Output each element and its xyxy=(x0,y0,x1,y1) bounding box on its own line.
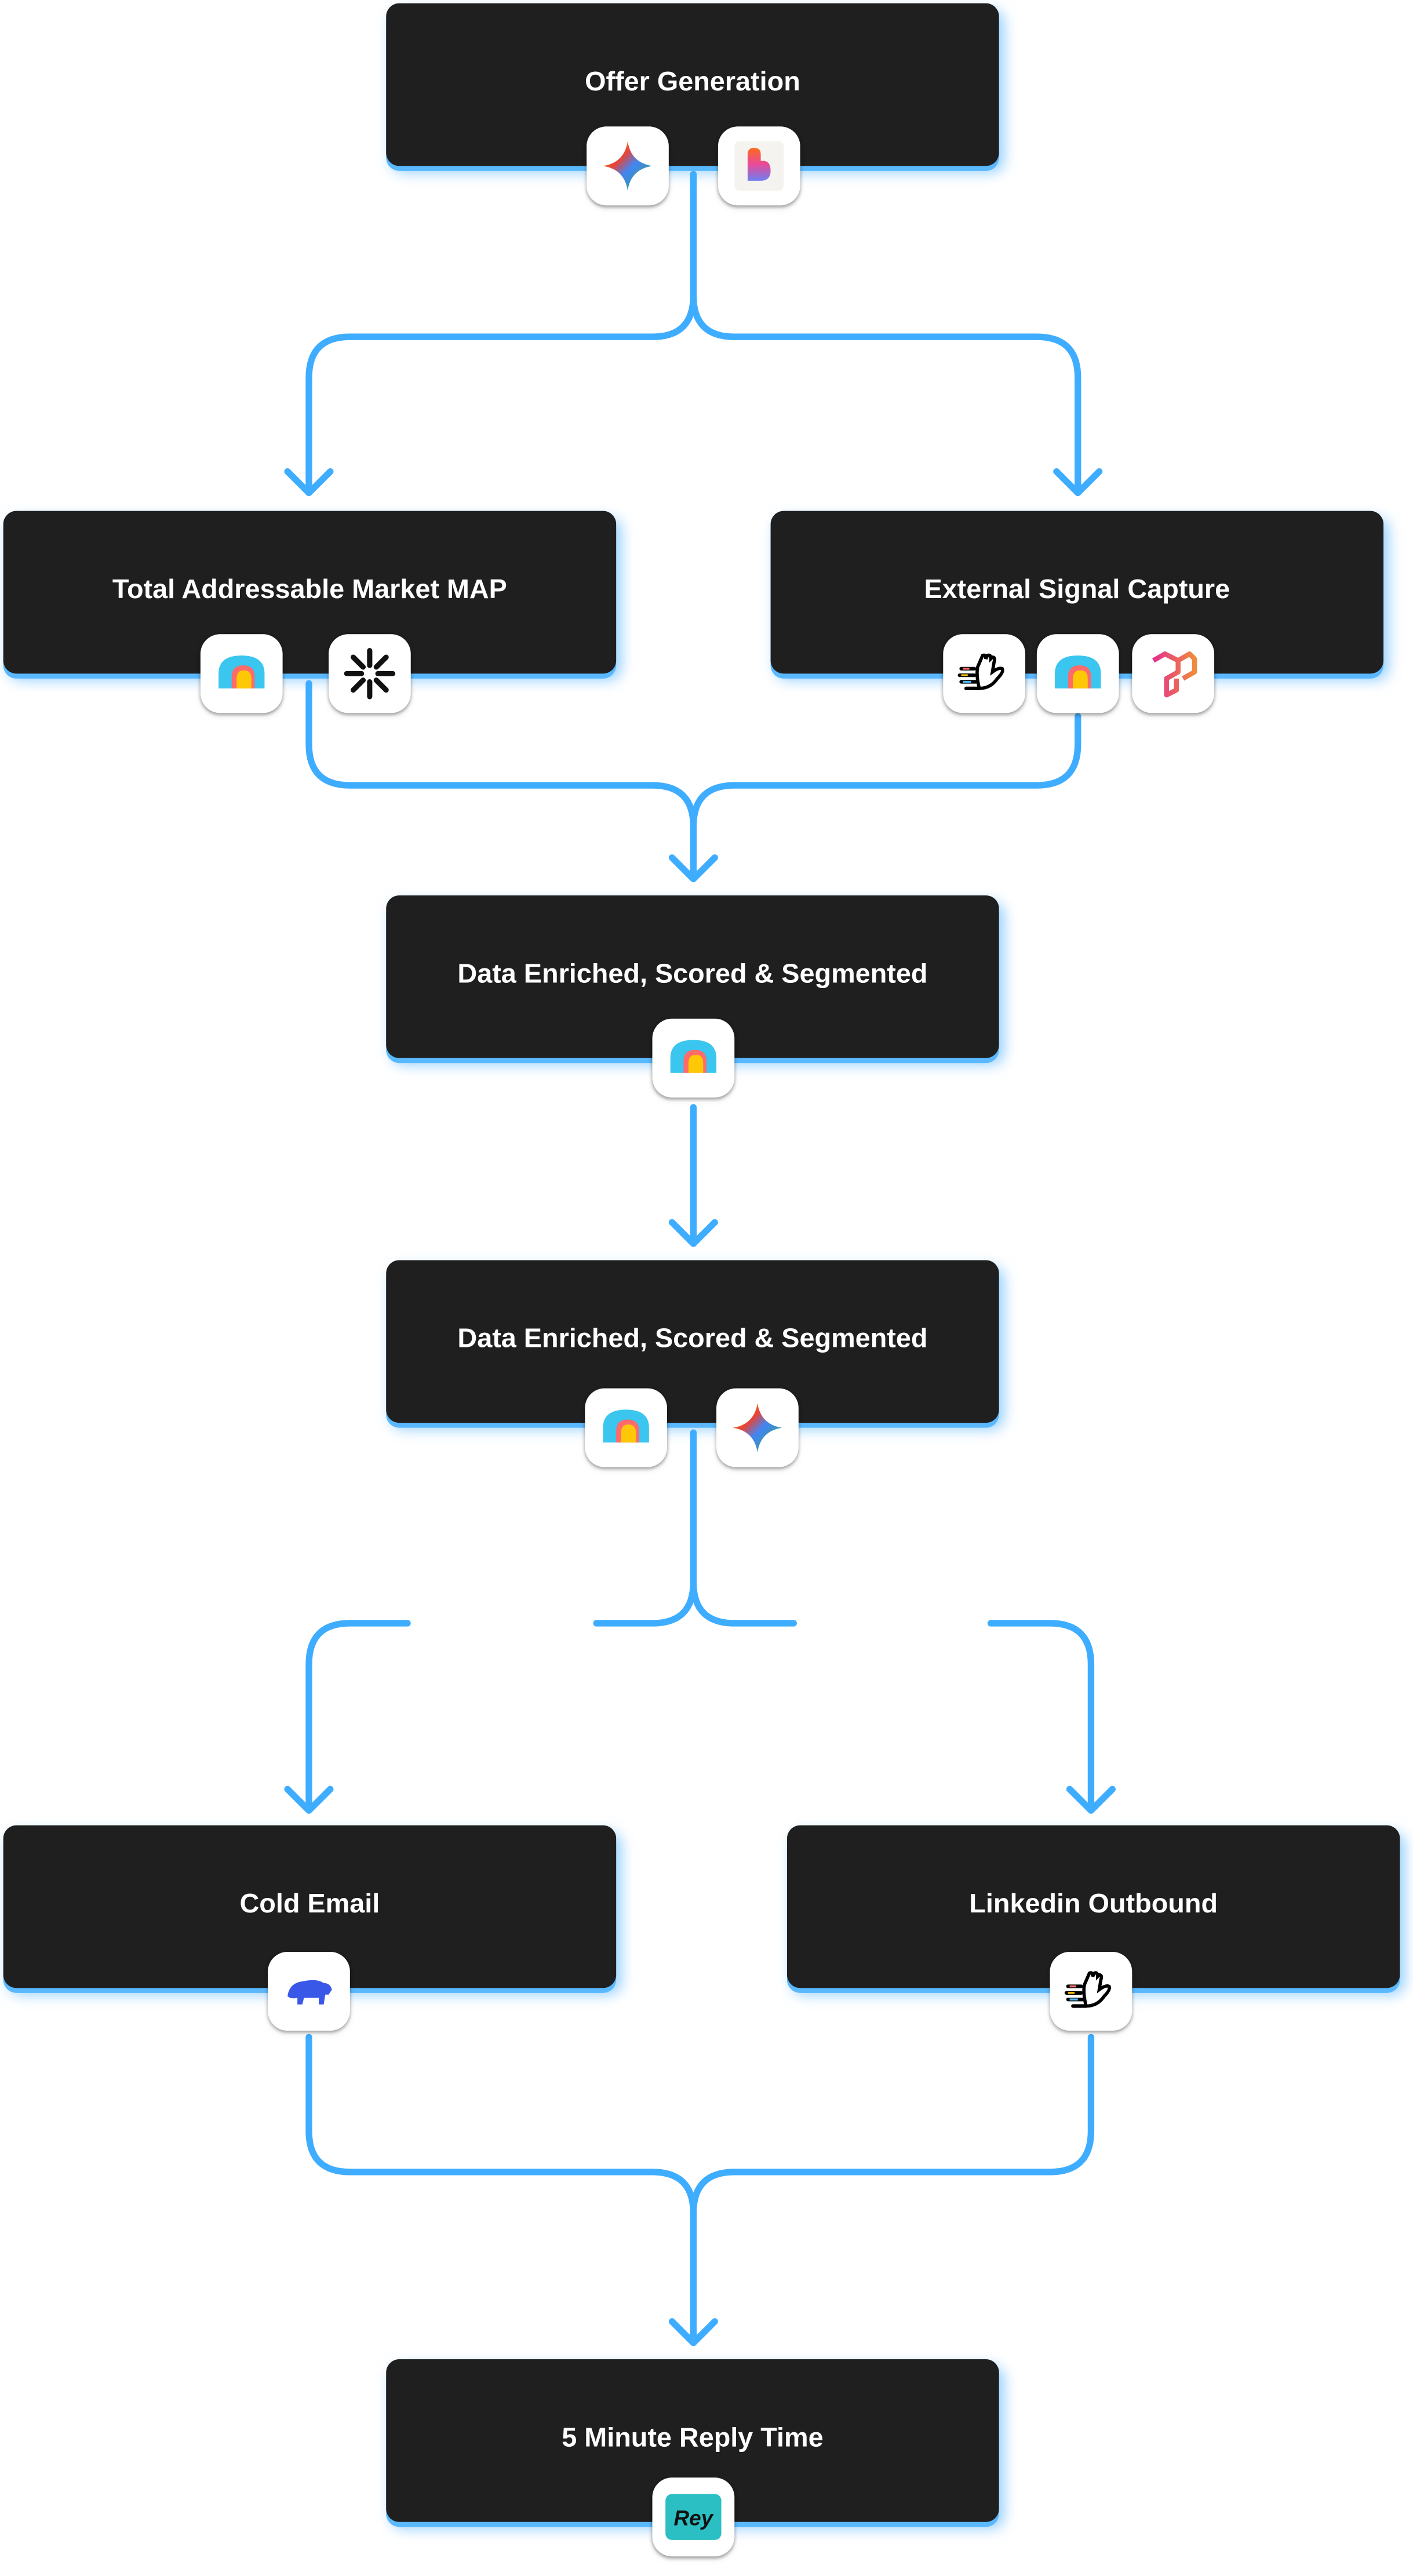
connector-tam-to-enriched xyxy=(305,680,697,879)
rey-icon[interactable]: Rey xyxy=(652,2477,735,2557)
node-title: Total Addressable Market MAP xyxy=(112,575,507,605)
arrowhead xyxy=(668,1219,718,1247)
node-title: Cold Email xyxy=(239,1889,380,1919)
node-title: External Signal Capture xyxy=(924,575,1230,605)
connector-signal-to-enriched xyxy=(690,713,1081,830)
clay-icon[interactable] xyxy=(200,634,283,713)
clay-icon[interactable] xyxy=(652,1018,735,1098)
clay-icon[interactable] xyxy=(1036,634,1119,713)
node-title: Data Enriched, Scored & Segmented xyxy=(457,1324,928,1354)
clay-icon[interactable] xyxy=(585,1388,668,1467)
arrowhead xyxy=(284,468,1103,497)
node-title: Linkedin Outbound xyxy=(969,1889,1218,1919)
gemini-icon[interactable] xyxy=(587,126,669,206)
connector-high-score xyxy=(690,1579,1095,1811)
connector-offer-to-tam xyxy=(305,170,697,493)
asterisk-burst-icon[interactable] xyxy=(329,634,411,713)
node-data-enriched-2[interactable]: Data Enriched, Scored & Segmented xyxy=(386,1260,999,1423)
arrowhead xyxy=(668,2318,718,2347)
connector-linkedin-to-reply xyxy=(690,2034,1095,2217)
arrowhead xyxy=(668,854,718,883)
high-score-label: HIGH SCORE xyxy=(815,1612,970,1638)
node-data-enriched-1[interactable]: Data Enriched, Scored & Segmented xyxy=(386,895,999,1058)
node-offer-generation[interactable]: Offer Generation xyxy=(386,3,999,166)
node-title: Data Enriched, Scored & Segmented xyxy=(457,959,928,989)
bison-icon[interactable] xyxy=(268,1951,350,2031)
rey-logo-text: Rey xyxy=(665,2494,722,2540)
heyreach-hand-icon[interactable] xyxy=(1050,1951,1132,2031)
node-title: Offer Generation xyxy=(585,67,800,97)
lovable-icon[interactable] xyxy=(718,126,800,206)
node-total-addressable-market[interactable]: Total Addressable Market MAP xyxy=(3,511,617,674)
connector-email-to-reply xyxy=(305,2034,697,2343)
gemini-icon[interactable] xyxy=(716,1388,799,1467)
arrowhead xyxy=(284,1786,1116,1814)
connector-offer-to-signal xyxy=(690,170,1081,493)
low-score-label: LOW SCORE xyxy=(427,1612,576,1638)
heyreach-hand-icon[interactable] xyxy=(943,634,1026,713)
node-title: 5 Minute Reply Time xyxy=(562,2423,824,2453)
trigify-cube-icon[interactable] xyxy=(1132,634,1215,713)
